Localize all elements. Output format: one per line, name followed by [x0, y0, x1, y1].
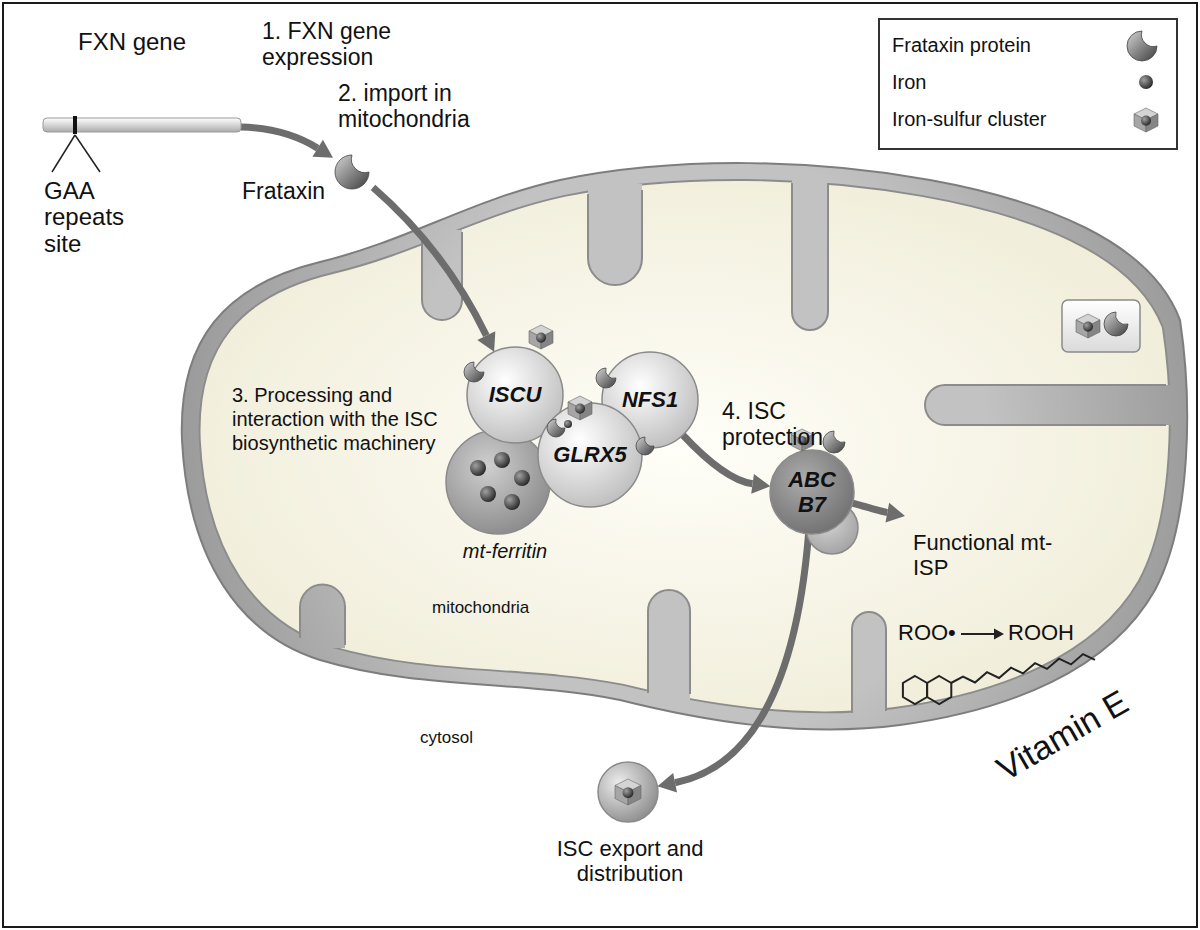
flow-arrow-shaft — [675, 534, 808, 783]
crista — [792, 174, 828, 330]
flow-arrow — [241, 127, 333, 158]
flow-arrow — [373, 187, 495, 351]
iron-dot — [514, 470, 530, 486]
crista-edge — [648, 590, 690, 694]
gene-bar — [43, 118, 241, 132]
bracket-line — [52, 135, 75, 172]
flow-arrow-shaft — [373, 187, 486, 335]
crista — [300, 585, 345, 649]
frataxin-icon — [464, 362, 484, 382]
iron-dot — [536, 333, 546, 343]
mitochondrion-matrix — [200, 180, 1170, 712]
step-label: 2. import in mitochondria — [338, 80, 523, 133]
frataxin-icon — [636, 437, 654, 455]
callout-label: GAA repeats site — [44, 178, 139, 257]
flow-arrow — [852, 503, 905, 523]
crista-edge — [300, 585, 345, 646]
vitamin-e-chain — [951, 654, 1095, 683]
flow-arrow-shaft — [852, 503, 887, 512]
flow-arrow — [657, 534, 808, 793]
isc-export-node: ISC export and distribution — [545, 758, 715, 900]
flow-arrow-head — [885, 503, 905, 523]
reaction-label: ROOH — [1008, 620, 1074, 645]
legend-text: Frataxin protein — [892, 34, 1031, 57]
ferritin-circle-drawing — [446, 430, 550, 534]
node-text: ISCU — [479, 382, 551, 407]
node-text: GLRX5 — [547, 442, 633, 467]
compartment-label: mitochondria — [432, 598, 529, 618]
iron-dot — [470, 460, 486, 476]
iron-dot — [1083, 322, 1093, 332]
step-label: 4. ISC protection — [722, 398, 890, 451]
mt-isp-node: Functional mt-ISP — [905, 290, 1180, 590]
figure-frame — [3, 3, 1197, 927]
iron-dot — [504, 494, 520, 510]
abcb7-circle-outline — [770, 450, 854, 534]
mitochondrion-outer-membrane — [182, 163, 1187, 729]
iron-dot — [1139, 75, 1153, 89]
mt-isp-box — [1062, 300, 1140, 352]
crista — [852, 612, 886, 722]
crista-edge — [792, 183, 828, 330]
step-label: 3. Processing and interaction with the I… — [232, 383, 444, 455]
flow-arrow-head — [312, 140, 333, 158]
iron-dot — [1141, 116, 1151, 126]
reaction-arrow-head — [994, 629, 1004, 640]
compartment-label: cytosol — [420, 728, 473, 748]
node-text: Frataxin — [242, 178, 342, 204]
frataxin-node-drawing — [335, 155, 369, 189]
glrx5-circle-outline — [538, 403, 642, 507]
iron-dot — [494, 452, 510, 468]
node-text: Functional mt-ISP — [913, 530, 1063, 581]
legend-box: Frataxin proteinIronIron-sulfur cluster — [878, 18, 1178, 150]
crista — [648, 590, 690, 702]
crista — [925, 385, 1178, 425]
frataxin-node: Frataxin — [242, 148, 382, 210]
ferritin-circle-outline — [446, 430, 550, 534]
legend-text: Iron — [892, 71, 926, 94]
frataxin-icon — [1127, 31, 1157, 61]
node-text: ABC B7 — [784, 467, 840, 518]
node-text: ISC export and distribution — [545, 836, 715, 887]
vitamin-e-ring — [903, 676, 927, 704]
legend-text: Iron-sulfur cluster — [892, 108, 1047, 131]
gene-node: FXN gene — [43, 22, 243, 134]
isc-export-node-drawing — [598, 762, 658, 822]
frataxin-icon — [823, 431, 845, 453]
flow-arrow-head — [657, 773, 677, 793]
crista-edge — [852, 612, 886, 713]
crista-edge — [925, 385, 1166, 425]
crista-edge — [588, 190, 642, 285]
reaction-arrow — [961, 633, 996, 635]
vitamin-e-ring — [927, 676, 951, 704]
bracket-line — [75, 135, 100, 172]
reaction-label: ROO• — [898, 620, 956, 645]
frataxin-icon — [1104, 312, 1128, 336]
mt-isp-node-drawing — [1062, 300, 1140, 352]
frataxin-icon — [596, 368, 616, 388]
frataxin-icon — [335, 155, 369, 189]
node-text: FXN gene — [78, 28, 243, 56]
gene-node-drawing — [43, 116, 241, 134]
iron-dot — [480, 486, 496, 502]
isc-export-node-outline — [598, 762, 658, 822]
iron-dot — [564, 420, 572, 428]
iron-dot — [575, 404, 585, 414]
node-text: mt-ferritin — [440, 540, 570, 563]
flow-arrow-shaft — [241, 127, 318, 148]
crista — [588, 184, 642, 285]
node-text: NFS1 — [614, 387, 686, 412]
gaa-repeat-mark — [73, 116, 77, 134]
frataxin-icon — [547, 419, 565, 437]
glrx5-circle: GLRX5 — [536, 401, 644, 509]
step-label: 1. FXN gene expression — [262, 18, 457, 71]
flow-arrow-head — [751, 474, 770, 494]
iron-dot — [623, 787, 634, 798]
flow-arrow-head — [477, 331, 495, 352]
